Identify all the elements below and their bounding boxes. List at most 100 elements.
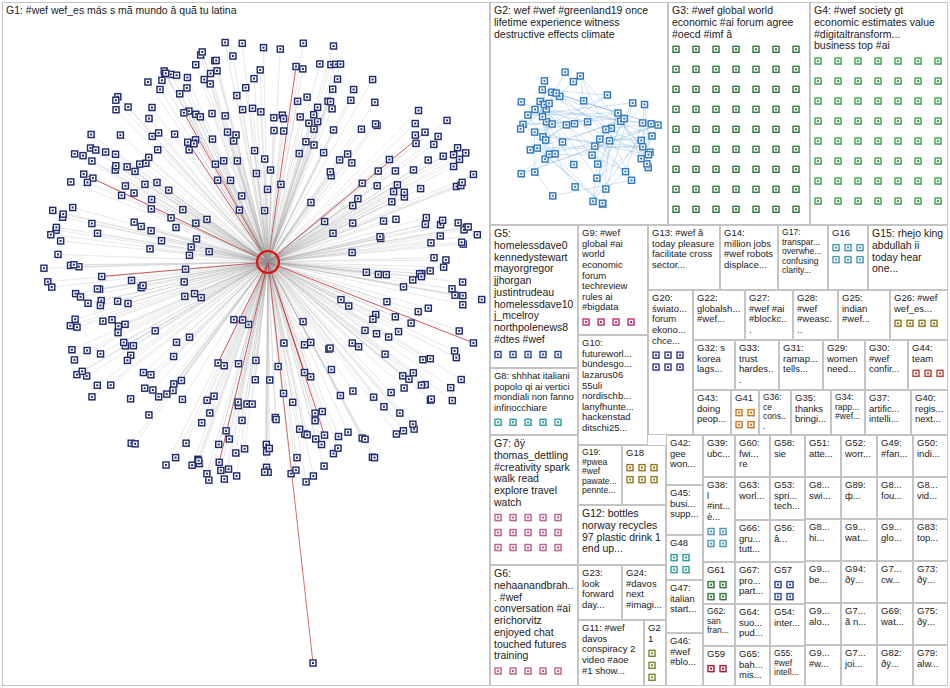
vertex-core <box>195 222 197 224</box>
vertex-shadow <box>247 323 253 329</box>
vertex-core <box>254 379 256 381</box>
vertex-core <box>144 387 146 389</box>
vertex-core <box>115 99 117 101</box>
vertex-shadow <box>331 87 337 93</box>
vertex-square <box>327 345 333 351</box>
vertex-core <box>275 419 277 421</box>
vertex-core <box>269 379 271 381</box>
vertex-shadow <box>51 208 57 214</box>
vertex-shadow <box>441 218 447 224</box>
vertex-shadow <box>459 378 465 384</box>
vertex-core <box>83 173 85 175</box>
hub-line <box>268 262 411 323</box>
vertex-core <box>130 398 132 400</box>
vertex-core <box>134 170 136 172</box>
vertex-square <box>84 348 90 354</box>
hub-line <box>74 262 268 360</box>
vertex-shadow <box>551 194 557 200</box>
vertex-shadow <box>141 371 147 377</box>
vertex-shadow <box>471 172 477 178</box>
vertex-shadow <box>374 122 380 128</box>
hub-line <box>153 262 268 390</box>
vertex-square <box>140 370 146 376</box>
vertex-square <box>345 429 351 435</box>
vertex-shadow <box>207 250 213 256</box>
vertex-square <box>350 220 356 226</box>
vertex-core <box>193 143 195 145</box>
vertex-core <box>252 107 254 109</box>
vertex-shadow <box>252 77 258 83</box>
vertex-core <box>337 78 339 80</box>
vertex-shadow <box>328 170 334 176</box>
vertex-shadow <box>251 106 257 112</box>
vertex-core <box>158 396 160 398</box>
vertex-shadow <box>646 153 652 159</box>
hub-line <box>268 262 463 296</box>
vertex-square <box>168 215 174 221</box>
vertex-shadow <box>540 88 546 94</box>
vertex-core <box>96 288 98 290</box>
vertex-square <box>211 393 217 399</box>
vertex-shadow <box>604 187 610 193</box>
hub-line <box>268 262 430 400</box>
vertex-shadow <box>146 80 152 86</box>
vertex-square <box>113 151 119 157</box>
hub-line <box>268 262 375 458</box>
vertex-shadow <box>313 411 319 417</box>
vertex-shadow <box>254 358 260 364</box>
vertex-core <box>115 109 117 111</box>
vertex-square <box>71 262 77 268</box>
vertex-shadow <box>301 320 307 326</box>
vertex-square <box>375 272 381 278</box>
cluster-line <box>530 121 620 150</box>
vertex-core <box>597 163 599 165</box>
vertex-shadow <box>643 103 649 109</box>
hub-line <box>268 171 395 262</box>
vertex-core <box>295 469 297 471</box>
vertex-square <box>228 177 234 183</box>
vertex-square <box>412 121 418 127</box>
hub-line <box>159 133 268 262</box>
vertex-core <box>403 286 405 288</box>
hub-line <box>268 262 269 448</box>
vertex-square <box>303 139 309 145</box>
hub-line <box>268 262 322 444</box>
vertex-square <box>440 217 446 223</box>
vertex-square <box>328 367 334 373</box>
vertex-square <box>465 224 471 230</box>
vertex-square <box>304 94 310 100</box>
vertex-core <box>299 116 301 118</box>
vertex-shadow <box>95 383 101 389</box>
hub-line <box>267 262 268 452</box>
vertex-core <box>264 158 266 160</box>
vertex-core <box>427 307 429 309</box>
vertex-shadow <box>519 100 525 106</box>
vertex-shadow <box>42 266 48 272</box>
vertex-square <box>594 175 600 181</box>
vertex-shadow <box>267 446 273 452</box>
hub-line <box>268 192 404 262</box>
vertex-square <box>349 250 355 256</box>
vertex-square <box>441 264 447 270</box>
vertex-core <box>190 246 192 248</box>
vertex-core <box>123 341 125 343</box>
hub-line <box>80 262 268 297</box>
vertex-core <box>133 221 135 223</box>
vertex-square <box>393 216 399 222</box>
vertex-core <box>126 359 128 361</box>
vertex-core <box>90 147 92 149</box>
vertex-square <box>194 236 200 242</box>
vertex-shadow <box>149 229 155 235</box>
vertex-core <box>72 207 74 209</box>
vertex-core <box>268 447 270 449</box>
vertex-square <box>532 129 538 135</box>
hub-line <box>268 111 418 262</box>
hub-ring <box>257 251 279 273</box>
vertex-core <box>168 189 170 191</box>
vertex-shadow <box>104 150 110 156</box>
vertex-core <box>302 42 304 44</box>
vertex-shadow <box>91 176 97 182</box>
vertex-shadow <box>80 369 86 375</box>
vertex-shadow <box>598 137 604 143</box>
cluster-line <box>549 72 565 103</box>
